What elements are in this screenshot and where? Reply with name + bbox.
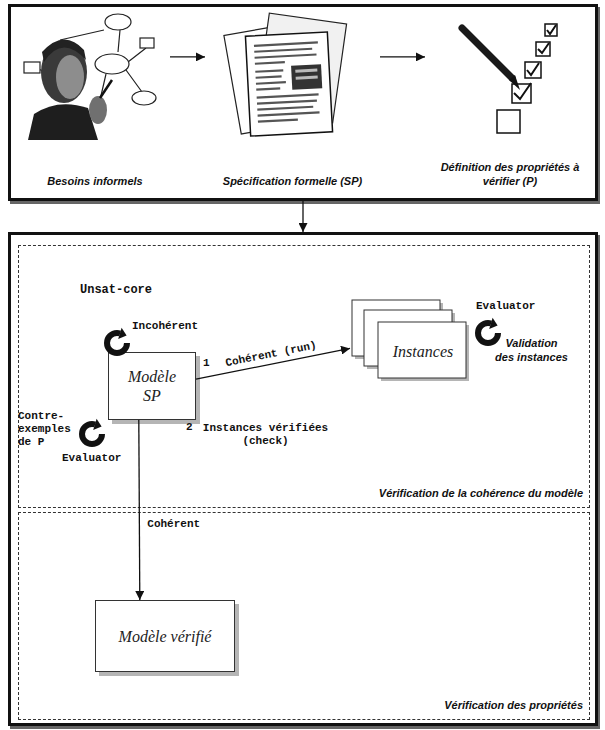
person-illustration bbox=[100, 80, 112, 98]
cycle-arrow bbox=[107, 333, 127, 353]
node-text: Vérification des propriétés bbox=[444, 698, 583, 712]
node-text: Instances bbox=[378, 322, 468, 380]
annotation-label: Unsat-core bbox=[80, 284, 152, 297]
node-text: Besoins informels bbox=[22, 174, 168, 188]
document-stack-illustration bbox=[224, 13, 347, 136]
document-stack-illustration bbox=[295, 69, 317, 73]
person-illustration bbox=[24, 14, 156, 140]
checklist-illustration bbox=[536, 42, 550, 56]
cycle-arrow bbox=[118, 328, 126, 339]
cycle-arrow bbox=[489, 318, 497, 329]
person-illustration bbox=[41, 41, 87, 103]
document-stack-illustration bbox=[255, 13, 346, 123]
person-illustration bbox=[95, 54, 129, 74]
document-stack-illustration bbox=[245, 32, 332, 136]
document-stack-illustration bbox=[254, 42, 322, 121]
dashed-region: Vérification de la cohérence du modèle Mo… bbox=[18, 245, 590, 508]
flow-arrow bbox=[302, 201, 303, 232]
person-illustration bbox=[24, 62, 40, 73]
stage-frame: Besoins informels Spécification formelle … bbox=[8, 4, 598, 201]
edge-label: Cohérent (run) bbox=[225, 339, 318, 370]
cycle-arrow bbox=[82, 419, 102, 444]
person-illustration bbox=[89, 96, 107, 124]
checklist-illustration bbox=[514, 25, 556, 99]
instance-stack: Instances bbox=[350, 298, 472, 382]
illustrated-step: Définition des propriétés à vérifier (P) bbox=[425, 8, 595, 196]
model-box: Modèle SP bbox=[108, 352, 196, 420]
document-stack-illustration bbox=[245, 32, 332, 136]
node-text: Vérification de la cohérence du modèle bbox=[379, 486, 583, 500]
person-illustration bbox=[105, 14, 131, 30]
cycle-arrow bbox=[107, 328, 127, 353]
cycle-arrow bbox=[478, 323, 498, 343]
checklist-illustration bbox=[462, 28, 512, 78]
annotation-label: Incohérent bbox=[132, 320, 198, 333]
annotation-label: 2 bbox=[186, 421, 193, 434]
annotation-label: Validation des instances bbox=[495, 336, 568, 364]
annotation-label: 1 bbox=[203, 357, 210, 370]
cycle-arrow bbox=[82, 424, 102, 444]
annotation-label: Contre-exemples de P bbox=[18, 410, 76, 449]
checklist-illustration bbox=[509, 75, 520, 90]
document-stack-illustration bbox=[224, 22, 318, 134]
dashed-region: Vérification des propriétés Modèle vérifi… bbox=[18, 512, 590, 720]
node-text: Modèle SP bbox=[122, 367, 182, 405]
cycle-arrow bbox=[93, 419, 101, 430]
person-illustration bbox=[140, 38, 154, 48]
checklist-illustration bbox=[462, 24, 557, 133]
node-text: Modèle vérifié bbox=[119, 627, 212, 646]
document-stack-illustration bbox=[291, 64, 322, 90]
annotation-label: Evaluator bbox=[62, 452, 121, 465]
person-illustration bbox=[56, 55, 84, 99]
node-text: Définition des propriétés à vérifier (P) bbox=[440, 160, 580, 188]
illustrated-step: Besoins informels bbox=[20, 8, 170, 196]
person-illustration bbox=[132, 91, 156, 105]
document-stack-illustration bbox=[296, 75, 318, 79]
page-stack-outline bbox=[350, 298, 472, 382]
flow-arrow bbox=[196, 348, 350, 379]
checklist-illustration bbox=[545, 24, 557, 36]
person-illustration bbox=[42, 39, 86, 62]
flow-arrow bbox=[139, 420, 140, 600]
annotation-label: Evaluator bbox=[476, 300, 535, 313]
checklist-illustration bbox=[512, 84, 531, 103]
node-text: Spécification formelle (SP) bbox=[208, 174, 378, 188]
person-illustration bbox=[28, 104, 98, 140]
illustrated-step: Spécification formelle (SP) bbox=[205, 8, 380, 196]
edge-label: Cohérent bbox=[147, 518, 200, 531]
person-illustration bbox=[36, 30, 146, 100]
model-box: Modèle vérifié bbox=[95, 600, 235, 672]
annotation-label: Instances vérifiées (check) bbox=[198, 422, 333, 448]
cycle-arrow bbox=[478, 318, 498, 343]
checklist-illustration bbox=[525, 62, 541, 78]
stage-frame: Vérification de la cohérence du modèleMo… bbox=[8, 232, 598, 726]
checklist-illustration bbox=[497, 110, 520, 133]
flow-arrow bbox=[380, 56, 425, 57]
flow-arrow bbox=[170, 56, 205, 57]
